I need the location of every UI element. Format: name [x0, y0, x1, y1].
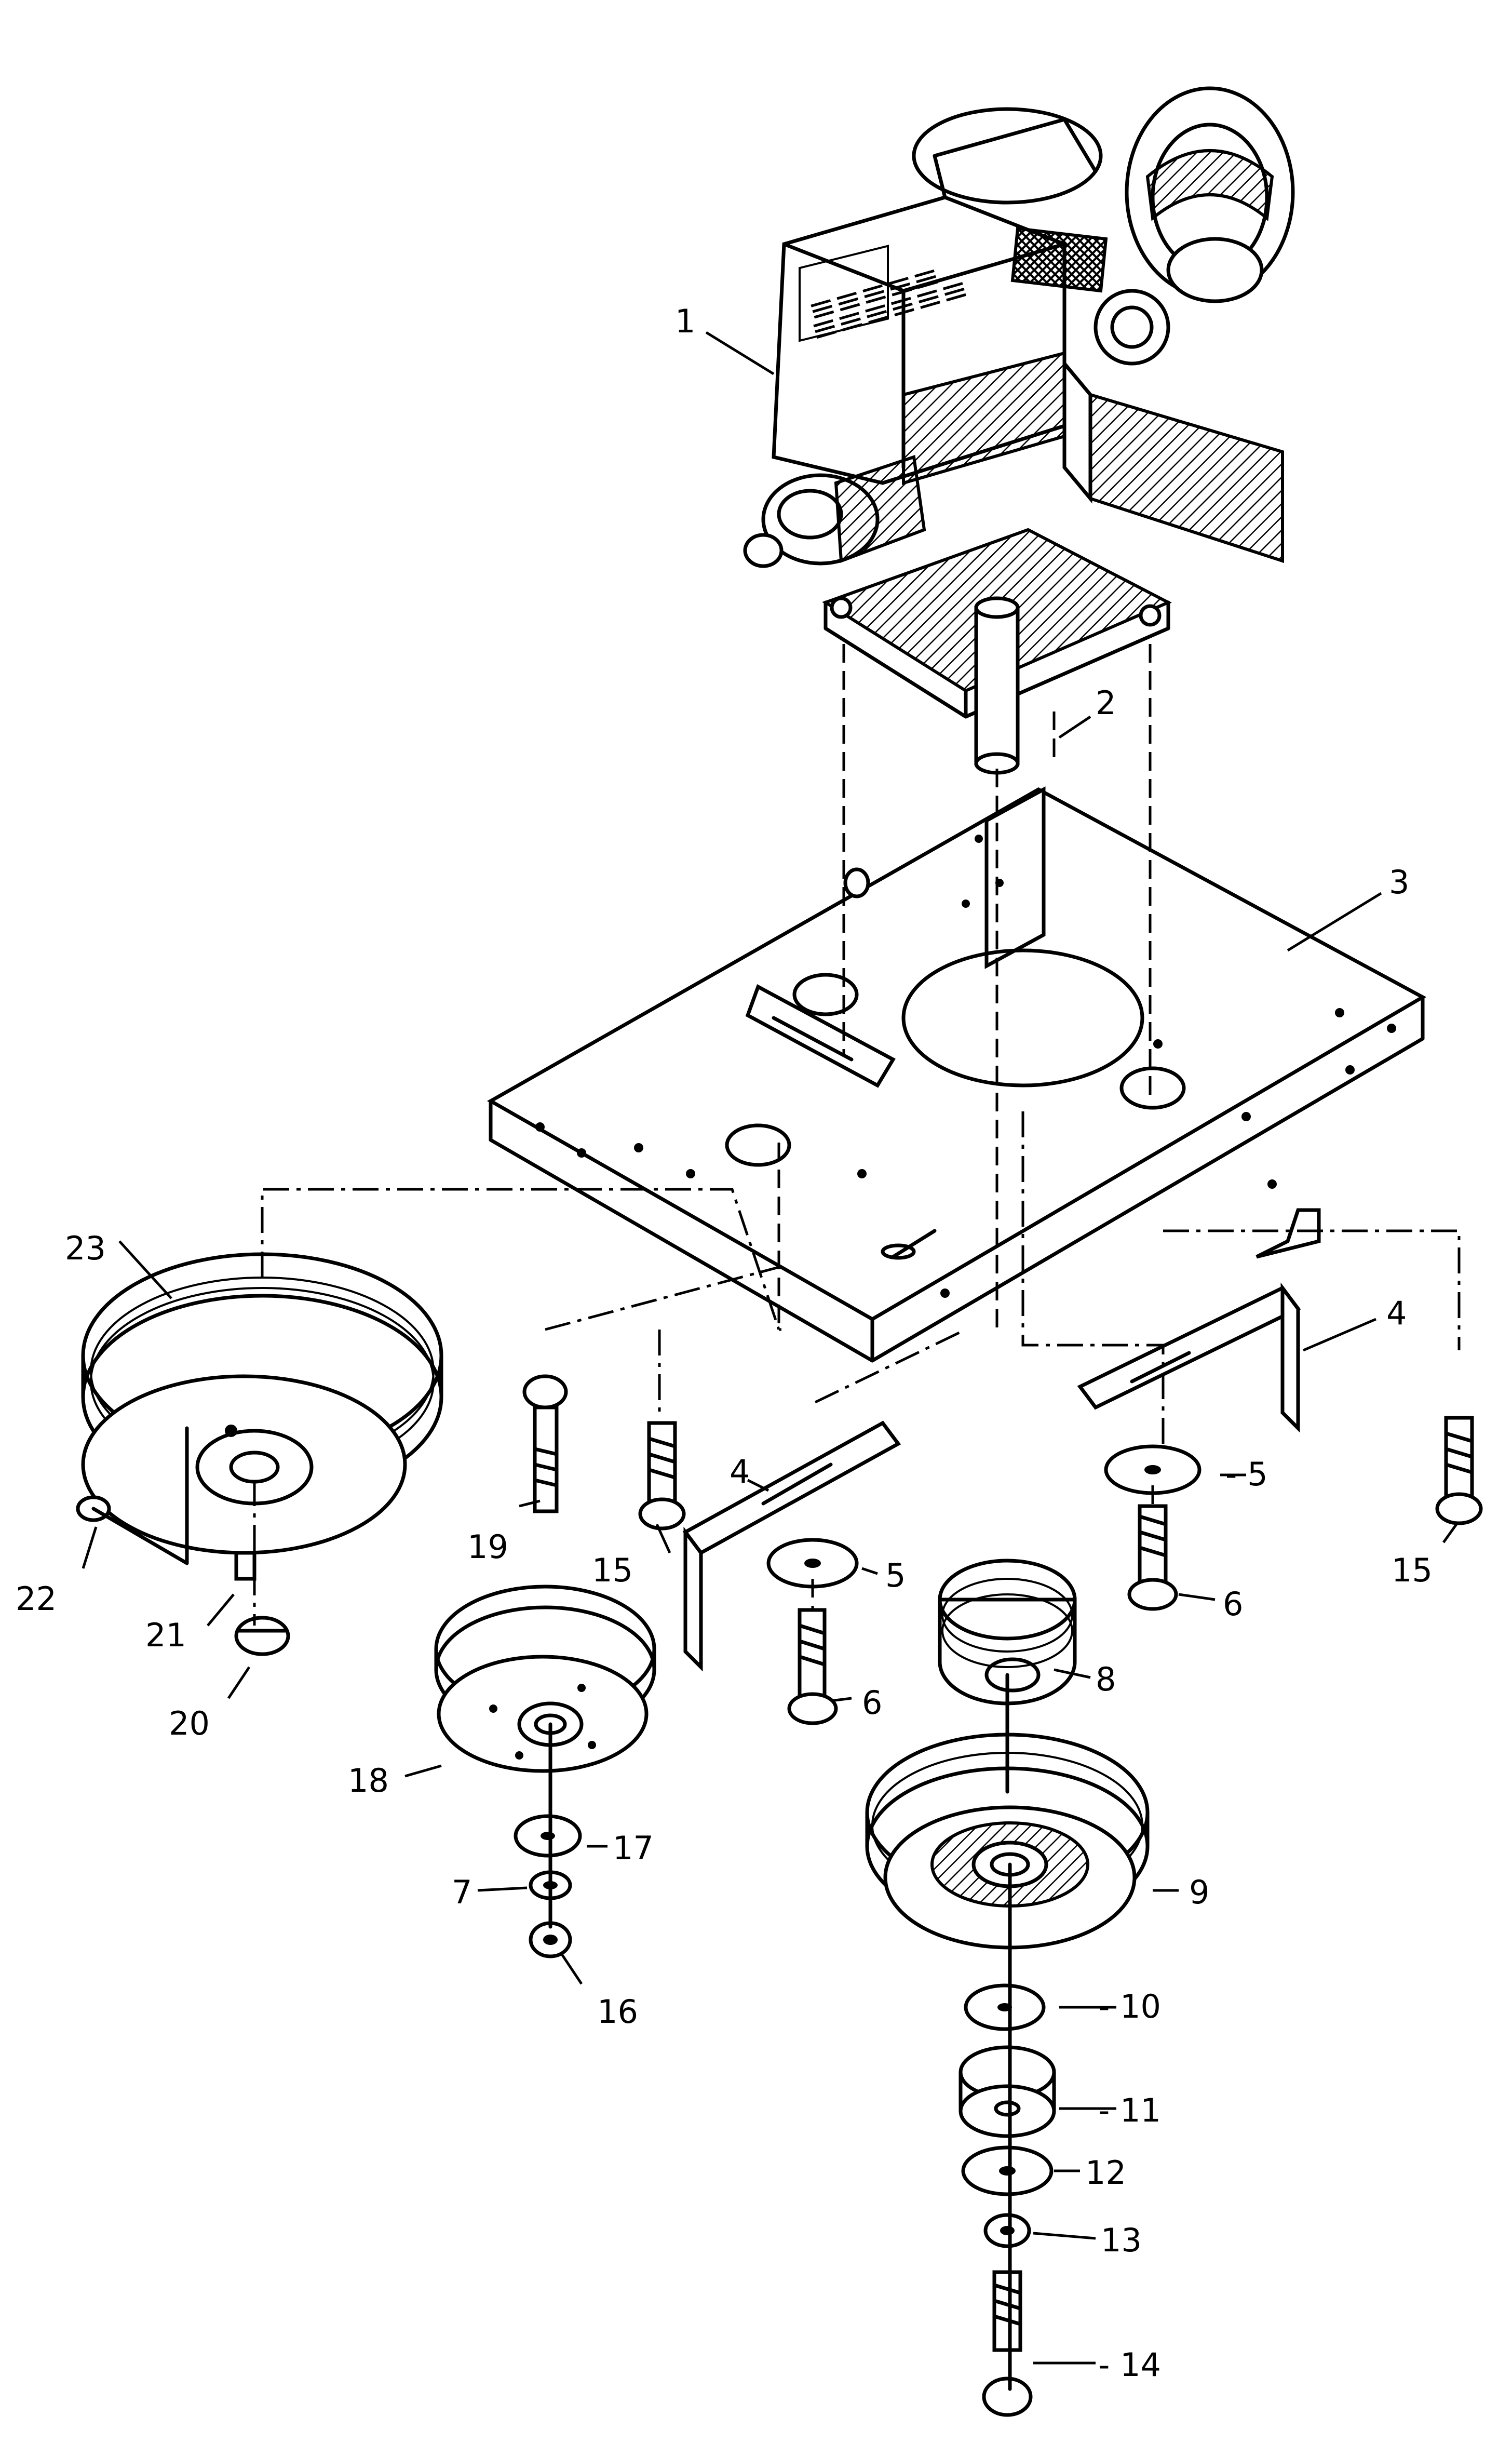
bracket-right [1077, 1282, 1301, 1433]
pulley-9 [865, 1733, 1150, 1950]
engine: ≡≡≡≡≡ ≡≡≡≡≡≡ [743, 86, 1295, 775]
callout-10: - 10 [1098, 1988, 1161, 2025]
bolt-15-left [638, 1421, 686, 1531]
callout-22: 22 [16, 1580, 57, 1618]
washer-12 [961, 2145, 1054, 2196]
pulley-18 [434, 1585, 656, 1773]
callout-7: 7 [452, 1873, 472, 1911]
nut-20 [234, 1616, 290, 1656]
callout-2: 2 [1096, 684, 1116, 722]
callout-15a: 15 [592, 1551, 633, 1589]
callout-20: 20 [169, 1704, 210, 1742]
bolt-6-right [1127, 1504, 1178, 1611]
callout-labels: 1 2 3 4 4 - 5 5 6 6 7 8 9 - 10 - 11 12 1… [16, 302, 1433, 2384]
spacer-11 [959, 2045, 1056, 2138]
lock-washer-13 [983, 2213, 1031, 2248]
bolt-14 [982, 2270, 1033, 2417]
bolt-15-right [1435, 1416, 1483, 1525]
callout-3: 3 [1389, 863, 1409, 901]
callout-18: 18 [348, 1762, 389, 1800]
callout-4b: 4 [730, 1453, 750, 1491]
callout-17: 17 [613, 1829, 654, 1867]
callout-12: 12 [1085, 2154, 1126, 2192]
callout-1: 1 [675, 302, 695, 340]
callout-11: - 11 [1098, 2091, 1161, 2129]
callout-6a: 6 [1223, 1585, 1243, 1623]
washer-17 [514, 1814, 582, 1858]
callout-23: 23 [65, 1229, 106, 1267]
callout-8: 8 [1096, 1660, 1116, 1698]
leader-lines [82, 331, 1458, 2365]
pulley-23 [81, 1252, 443, 1555]
washer-10 [964, 1983, 1046, 2031]
callout-5a: - 5 [1225, 1455, 1268, 1493]
callout-13: 13 [1101, 2221, 1142, 2259]
callout-16: 16 [597, 1993, 638, 2031]
callout-21: 21 [145, 1616, 186, 1654]
assembly-lines [91, 644, 1461, 2391]
callout-4a: 4 [1386, 1294, 1407, 1332]
mounting-plate [487, 786, 1427, 1363]
callout-5b: 5 [885, 1556, 906, 1594]
pulley-8 [938, 1559, 1077, 1706]
nut-16 [529, 1921, 572, 1958]
bolt-6-left [787, 1608, 838, 1725]
callout-14: - 14 [1098, 2346, 1161, 2384]
key-21 [234, 1551, 256, 1581]
callout-6b: 6 [862, 1684, 882, 1722]
bolt-19 [522, 1374, 568, 1513]
callout-19: 19 [467, 1528, 508, 1566]
bracket-left [682, 1420, 901, 1672]
callout-15b: 15 [1392, 1551, 1433, 1589]
callout-9: 9 [1189, 1873, 1209, 1911]
